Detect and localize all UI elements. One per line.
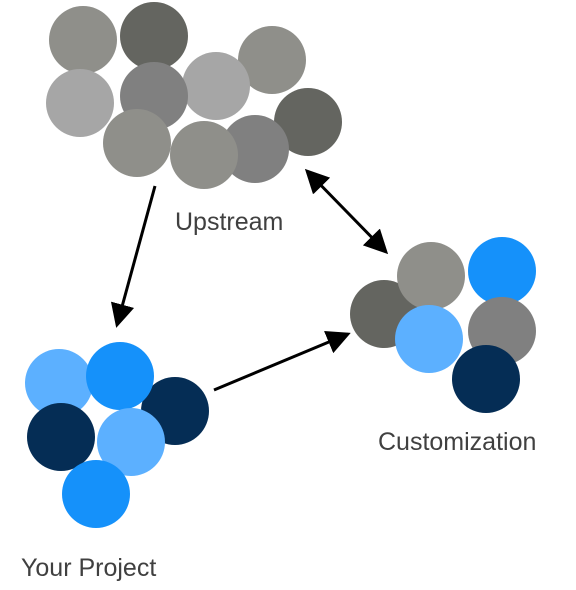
arrow-upstream-to-project xyxy=(110,185,157,328)
customization-circle xyxy=(395,305,463,373)
project-circle xyxy=(62,460,130,528)
arrows xyxy=(110,168,389,392)
upstream-circle xyxy=(238,26,306,94)
arrow-upstream-customization-bidirectional xyxy=(304,168,389,255)
customization-cluster xyxy=(350,237,536,413)
project-circle xyxy=(25,349,93,417)
upstream-circle xyxy=(274,88,342,156)
upstream-circle xyxy=(182,52,250,120)
project-circle xyxy=(97,408,165,476)
upstream-label: Upstream xyxy=(175,208,283,236)
your-project-label: Your Project xyxy=(21,554,156,582)
project-circle xyxy=(86,342,154,410)
upstream-circle xyxy=(221,115,289,183)
customization-circle xyxy=(468,237,536,305)
customization-circle xyxy=(397,242,465,310)
upstream-circle xyxy=(103,109,171,177)
upstream-circle xyxy=(49,6,117,74)
your-project-cluster xyxy=(25,342,209,528)
upstream-circle xyxy=(170,121,238,189)
upstream-circle xyxy=(46,69,114,137)
upstream-cluster xyxy=(46,2,342,189)
upstream-circle xyxy=(120,2,188,70)
arrow-project-to-customization xyxy=(213,331,351,392)
customization-circle xyxy=(452,345,520,413)
customization-label: Customization xyxy=(378,428,536,456)
project-circle xyxy=(27,403,95,471)
